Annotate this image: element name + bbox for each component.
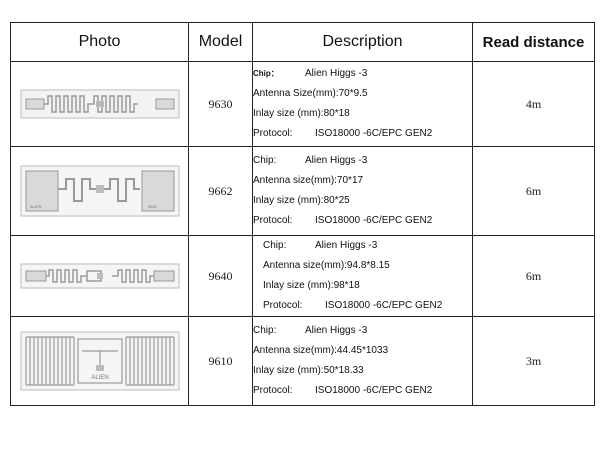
antenna-line: Antenna Size(mm):70*9.5	[253, 84, 472, 104]
antenna-label: Antenna size	[263, 260, 321, 271]
antenna-value: (mm):70*17	[310, 175, 364, 186]
chip-line: Chip: Alien Higgs -3	[253, 321, 472, 341]
inlay-line: Inlay size (mm):80*25	[253, 191, 472, 211]
antenna-value: (mm):44.45*1033	[310, 345, 389, 356]
model-cell: 9630	[188, 61, 253, 147]
chip-value: Alien Higgs -3	[305, 325, 368, 336]
description-cell: Chip: Alien Higgs -3 Antenna size(mm):94.…	[252, 235, 473, 317]
protocol-line: Protocol: ISO18000 -6C/EPC GEN2	[253, 211, 472, 231]
chip-line: Chip: Alien Higgs -3	[263, 236, 472, 256]
chip-label: Chip:	[253, 155, 277, 166]
model-cell: 9610	[188, 316, 253, 406]
chip-value: Alien Higgs -3	[315, 240, 378, 251]
protocol-value: ISO18000 -6C/EPC GEN2	[315, 215, 433, 226]
header-description: Description	[252, 22, 473, 62]
chip-line: Chip： Alien Higgs -3	[253, 64, 472, 84]
protocol-label: Protocol:	[253, 215, 293, 226]
inlay-photo	[10, 61, 189, 147]
antenna-label: Antenna Size(mm):	[253, 88, 339, 99]
inlay-line: Inlay size (mm):98*18	[263, 276, 472, 296]
inlay-label: Inlay size (mm):	[253, 195, 324, 206]
description-cell: Chip: Alien Higgs -3 Antenna size(mm):70*…	[252, 146, 473, 236]
photo-text: ALIEN	[91, 375, 108, 381]
antenna-value: (mm):94.8*8.15	[320, 260, 390, 271]
description-cell: Chip: Alien Higgs -3 Antenna size(mm):44.…	[252, 316, 473, 406]
inlay-label: Inlay size (mm):	[253, 108, 324, 119]
protocol-value: ISO18000 -6C/EPC GEN2	[325, 300, 443, 311]
inlay-line: Inlay size (mm):80*18	[253, 104, 472, 124]
read-distance-cell: 6m	[472, 146, 595, 236]
inlay-9662-image: ALIEN 9662	[20, 165, 179, 217]
table-row: ALIEN 9662 9662 Chip: Alien Higgs -3 Ante…	[10, 146, 595, 236]
protocol-label: Protocol:	[263, 300, 303, 311]
read-distance-cell: 3m	[472, 316, 595, 406]
protocol-line: Protocol: ISO18000 -6C/EPC GEN2	[253, 381, 472, 401]
inlay-value: 50*18.33	[323, 365, 364, 376]
inlay-value: 80*18	[323, 108, 350, 119]
header-read-distance: Read distance	[472, 22, 595, 62]
read-distance-cell: 6m	[472, 235, 595, 317]
inlay-9630-image	[20, 89, 179, 119]
inlay-label: Inlay size (mm):	[253, 365, 324, 376]
inlay-9610-image: ALIEN	[20, 331, 179, 391]
chip-label: Chip:	[263, 240, 287, 251]
antenna-label: Antenna size	[253, 345, 311, 356]
antenna-label: Antenna size	[253, 175, 311, 186]
inlay-label: Inlay size (mm):	[263, 280, 334, 291]
protocol-line: Protocol: ISO18000 -6C/EPC GEN2	[253, 124, 472, 144]
model-cell: 9640	[188, 235, 253, 317]
header-row: Photo Model Description Read distance	[10, 22, 595, 62]
table-row: ALIEN 9610 Chip: Alien Higgs -3 Antenna s…	[10, 316, 595, 406]
protocol-label: Protocol:	[253, 385, 293, 396]
antenna-line: Antenna size(mm):94.8*8.15	[263, 256, 472, 276]
inlay-photo: ALIEN 9662	[10, 146, 189, 236]
inlay-value: 80*25	[323, 195, 350, 206]
chip-value: Alien Higgs -3	[305, 68, 368, 79]
read-distance-cell: 4m	[472, 61, 595, 147]
antenna-value: 70*9.5	[338, 88, 368, 99]
protocol-label: Protocol:	[253, 128, 293, 139]
antenna-line: Antenna size(mm):44.45*1033	[253, 341, 472, 361]
photo-text-right: 9662	[148, 204, 158, 209]
chip-value: Alien Higgs -3	[305, 155, 368, 166]
rfid-inlay-spec-table: Photo Model Description Read distance 96…	[10, 22, 595, 406]
protocol-value: ISO18000 -6C/EPC GEN2	[315, 385, 433, 396]
inlay-photo: ALIEN	[10, 316, 189, 406]
inlay-photo	[10, 235, 189, 317]
description-cell: Chip： Alien Higgs -3 Antenna Size(mm):70*…	[252, 61, 473, 147]
table-row: 9630 Chip： Alien Higgs -3 Antenna Size(mm…	[10, 61, 595, 147]
protocol-value: ISO18000 -6C/EPC GEN2	[315, 128, 433, 139]
header-photo: Photo	[10, 22, 189, 62]
inlay-value: 98*18	[333, 280, 360, 291]
photo-text-left: ALIEN	[30, 204, 42, 209]
chip-label: Chip:	[253, 325, 277, 336]
chip-label: Chip：	[253, 69, 279, 78]
antenna-line: Antenna size(mm):70*17	[253, 171, 472, 191]
table-row: 9640 Chip: Alien Higgs -3 Antenna size(mm…	[10, 235, 595, 317]
protocol-line: Protocol: ISO18000 -6C/EPC GEN2	[263, 296, 472, 316]
chip-line: Chip: Alien Higgs -3	[253, 151, 472, 171]
model-cell: 9662	[188, 146, 253, 236]
inlay-line: Inlay size (mm):50*18.33	[253, 361, 472, 381]
inlay-9640-image	[20, 263, 179, 289]
header-model: Model	[188, 22, 253, 62]
